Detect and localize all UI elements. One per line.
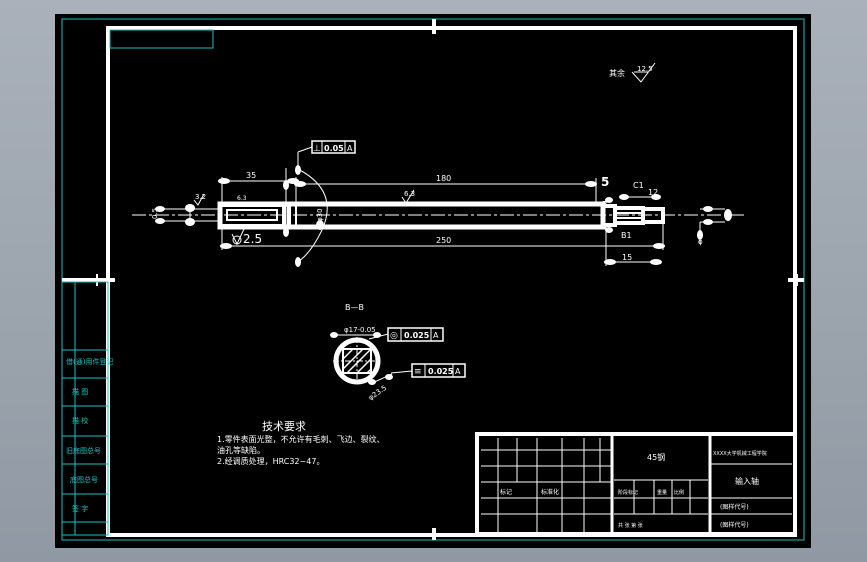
- side-label-1: 描 图: [72, 387, 88, 396]
- svg-text:(图样代号): (图样代号): [720, 521, 749, 529]
- svg-text:A: A: [347, 144, 353, 153]
- binding-strip: 借(通)用件登记 描 图 描 校 旧底图总号 底图总号 签 字: [61, 281, 113, 536]
- technical-requirements: 技术要求 1.零件表面光整，不允许有毛刺、飞边、裂纹、 油孔等缺陷。 2.经调质…: [217, 420, 385, 466]
- svg-text:0.025: 0.025: [428, 367, 454, 376]
- svg-text:5: 5: [601, 175, 609, 189]
- svg-text:A: A: [455, 367, 461, 376]
- svg-text:◎: ◎: [390, 331, 398, 341]
- svg-text:阶段标记: 阶段标记: [618, 489, 638, 496]
- svg-text:XXXX大学机械工程学院: XXXX大学机械工程学院: [713, 450, 767, 457]
- svg-text:(图样代号): (图样代号): [720, 503, 749, 511]
- dimension-texts: 35 180 5 C1 12 250 15 B1 B 3.2 6.3 6.3 φ…: [151, 171, 703, 262]
- svg-text:φ17-0.05: φ17-0.05: [344, 326, 376, 334]
- svg-text:180: 180: [436, 174, 451, 183]
- side-label-2: 描 校: [72, 416, 88, 425]
- side-label-0: 借(通)用件登记: [66, 357, 113, 366]
- title-block: 45钢 XXXX大学机械工程学院 输入轴 (图样代号) (图样代号) 标记 标准…: [475, 432, 797, 536]
- svg-text:6.3: 6.3: [404, 190, 415, 198]
- svg-text:标准化: 标准化: [541, 488, 559, 496]
- svg-text:15: 15: [622, 253, 632, 262]
- svg-text:油孔等缺陷。: 油孔等缺陷。: [217, 445, 265, 455]
- svg-text:0.5: 0.5: [151, 208, 159, 219]
- svg-text:输入轴: 输入轴: [735, 476, 759, 486]
- code-box: [109, 29, 214, 49]
- side-label-4: 底图总号: [70, 475, 98, 484]
- svg-text:B—B: B—B: [345, 303, 364, 312]
- svg-text:2.5: 2.5: [243, 232, 262, 246]
- svg-text:C1: C1: [633, 181, 644, 190]
- tol-symmetry: ≡ 0.025 A: [390, 363, 466, 378]
- side-label-3: 旧底图总号: [66, 446, 101, 455]
- svg-text:共 张 第 张: 共 张 第 张: [618, 522, 643, 529]
- svg-text:250: 250: [436, 236, 451, 245]
- svg-text:比例: 比例: [674, 489, 684, 496]
- dimension-arrows: [155, 165, 732, 267]
- section-view: B—B φ17-0.05 φ23.5: [330, 303, 393, 402]
- svg-text:φ: φ: [698, 238, 703, 246]
- svg-text:B1: B1: [621, 231, 632, 240]
- surface-roughness-note: 其余 12.5: [609, 62, 656, 83]
- svg-text:其余: 其余: [609, 68, 625, 78]
- svg-text:45钢: 45钢: [647, 452, 665, 462]
- roughness-symbols: [193, 189, 415, 246]
- side-label-5: 签 字: [72, 504, 88, 513]
- svg-text:12.5: 12.5: [637, 65, 653, 73]
- svg-text:6.3: 6.3: [237, 195, 247, 202]
- svg-text:B: B: [602, 200, 608, 209]
- tol-concentricity: ◎ 0.025 A: [368, 327, 444, 342]
- svg-text:1.零件表面光整，不允许有毛刺、飞边、裂纹、: 1.零件表面光整，不允许有毛刺、飞边、裂纹、: [217, 434, 385, 444]
- tol-perpendicularity: ⊥ 0.05 A: [297, 140, 356, 154]
- svg-text:3.2: 3.2: [195, 193, 206, 201]
- svg-text:φ30: φ30: [316, 208, 324, 222]
- svg-text:12: 12: [648, 188, 658, 197]
- svg-text:2.经调质处理，HRC32~47。: 2.经调质处理，HRC32~47。: [217, 456, 324, 466]
- svg-text:0.05: 0.05: [324, 144, 344, 153]
- svg-text:A: A: [433, 331, 439, 340]
- tick-marks: [96, 274, 798, 286]
- svg-text:技术要求: 技术要求: [262, 420, 306, 433]
- svg-text:标记: 标记: [500, 488, 512, 496]
- svg-text:≡: ≡: [414, 367, 422, 377]
- svg-text:重量: 重量: [657, 489, 667, 496]
- svg-text:⊥: ⊥: [313, 144, 321, 154]
- svg-text:0.025: 0.025: [404, 331, 430, 340]
- drawing-background: [55, 14, 811, 548]
- shaft-main-view: [132, 201, 745, 230]
- svg-text:35: 35: [246, 171, 256, 180]
